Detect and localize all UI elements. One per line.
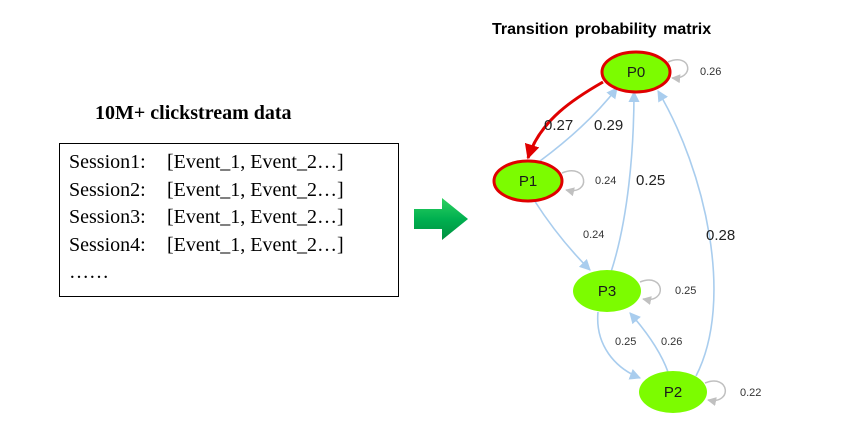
session-label: Session1:	[69, 151, 146, 173]
session-row: Session2: [Event_1, Event_2…]	[69, 177, 398, 205]
edge-label-p3-p0: 0.25	[636, 172, 665, 189]
node-label-p1: P1	[519, 173, 537, 190]
edge-label-p1-p0: 0.29	[594, 117, 623, 134]
edge-p3-p2	[596, 311, 642, 380]
edge-label-p3-p2: 0.25	[615, 336, 636, 348]
session-events: [Event_1, Event_2…]	[167, 151, 344, 173]
clickstream-title: 10M+ clickstream data	[95, 102, 292, 124]
node-p1	[492, 159, 564, 203]
green-arrow-icon	[414, 198, 468, 240]
node-label-p0: P0	[627, 64, 645, 81]
edge-p3-p0	[610, 90, 640, 273]
edge-p1-p3	[533, 199, 591, 271]
session-list-box: Session1: [Event_1, Event_2…] Session2: [E…	[59, 143, 399, 297]
edge-label-p3-self: 0.25	[675, 285, 696, 297]
node-p3	[573, 270, 641, 312]
session-label: Session3:	[69, 206, 146, 228]
edge-label-p1-self: 0.24	[595, 175, 616, 187]
edge-label-p0-self: 0.26	[700, 66, 721, 78]
session-row: Session3: [Event_1, Event_2…]	[69, 204, 398, 232]
edge-p2-p0	[657, 90, 715, 377]
session-row: Session1: [Event_1, Event_2…]	[69, 149, 398, 177]
session-events: [Event_1, Event_2…]	[167, 178, 344, 201]
edge-label-p0-p1: 0.27	[544, 117, 573, 134]
edge-p1-p0	[539, 87, 618, 162]
session-events: [Event_1, Event_2…]	[167, 233, 344, 256]
self-loop-p0	[667, 59, 689, 84]
session-label: Session2:	[69, 178, 146, 201]
session-label: Session4:	[69, 233, 146, 256]
self-loop-p3	[639, 279, 661, 305]
session-row: Session4: [Event_1, Event_2…]	[69, 232, 398, 260]
node-label-p2: P2	[664, 384, 682, 401]
edge-label-p1-p3: 0.24	[583, 229, 604, 241]
self-loop-p1	[561, 170, 585, 197]
node-p0	[600, 50, 672, 94]
edge-p2-p3	[629, 312, 669, 373]
session-ellipsis: ……	[69, 261, 109, 283]
node-p2	[639, 371, 707, 413]
edge-label-p2-p3: 0.26	[661, 336, 682, 348]
edge-label-p2-p0: 0.28	[706, 227, 735, 244]
session-events: [Event_1, Event_2…]	[167, 206, 344, 228]
self-loop-p2	[704, 380, 726, 406]
edge-label-p2-self: 0.22	[740, 387, 761, 399]
matrix-title: Transition probability matrix	[492, 21, 712, 38]
edge-p0-p1	[524, 80, 604, 160]
node-label-p3: P3	[598, 283, 616, 300]
